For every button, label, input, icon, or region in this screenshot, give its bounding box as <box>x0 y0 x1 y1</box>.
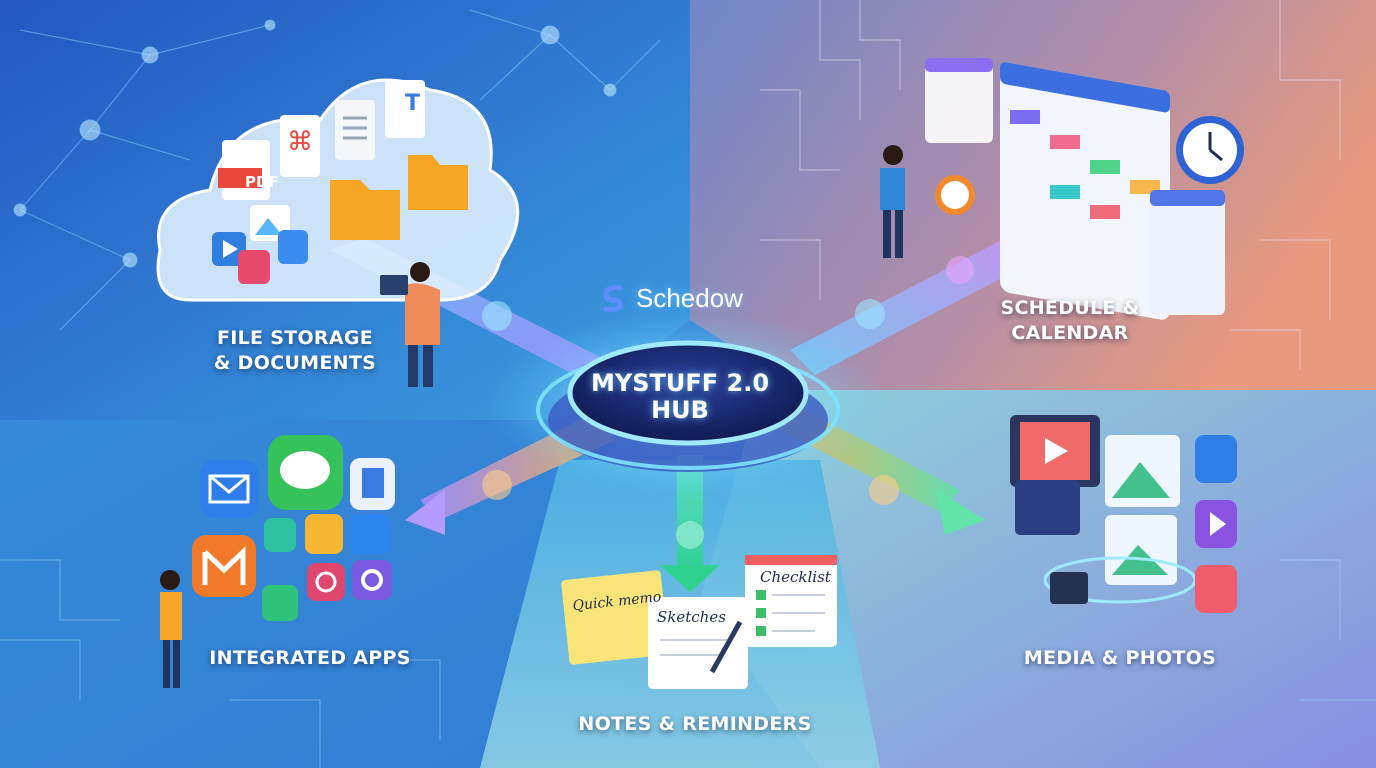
schedule-line-2: CALENDAR <box>1011 322 1129 344</box>
music-icon <box>1195 435 1237 483</box>
checklist-text: Checklist <box>760 568 832 586</box>
circuit-pattern-bottom <box>0 559 1376 768</box>
notes-app-icon <box>305 514 343 554</box>
network-pattern <box>13 9 661 331</box>
maps-icon <box>262 585 298 621</box>
keynote-icon <box>350 514 390 554</box>
checklist-panel <box>1150 190 1225 315</box>
clapperboard-icon <box>1050 572 1088 604</box>
media-illustration <box>1010 415 1237 613</box>
label-integrated-apps: INTEGRATED APPS <box>209 647 411 669</box>
pdf-label: PDF <box>245 173 279 191</box>
brand-name: Schedow <box>636 282 743 313</box>
sketches-text: Sketches <box>657 608 726 626</box>
schedule-line-1: SCHEDULE & <box>1000 297 1140 319</box>
hub-platform <box>488 310 888 500</box>
hub-line-2: HUB <box>651 396 709 424</box>
schedow-logo-icon <box>603 285 623 312</box>
audio-file-icon <box>278 230 308 264</box>
label-media: MEDIA & PHOTOS <box>1023 647 1217 669</box>
file-storage-line-2: & DOCUMENTS <box>213 352 377 374</box>
person-with-phone <box>880 145 905 258</box>
circuit-pattern <box>760 0 1341 370</box>
sticky-note <box>561 570 669 665</box>
gmail-icon <box>192 535 256 597</box>
chat-icon <box>264 518 296 552</box>
label-notes: NOTES & REMINDERS <box>578 713 812 735</box>
hub-line-1: MYSTUFF 2.0 <box>590 369 770 397</box>
gear-icon <box>352 560 392 600</box>
sketches-card <box>648 597 748 689</box>
cloud-storage-illustration: ⌘ <box>156 78 520 302</box>
pencil-icon <box>709 620 743 674</box>
notes-illustration <box>561 555 837 689</box>
text-doc-letter: T <box>405 91 420 116</box>
acrobat-doc-icon <box>280 115 320 177</box>
calendar-icon <box>1000 62 1170 320</box>
apps-illustration <box>160 435 395 688</box>
person-with-laptop <box>380 262 440 387</box>
file-storage-line-1: FILE STORAGE <box>216 327 374 349</box>
calendar-illustration <box>925 58 1244 320</box>
label-file-storage: FILE STORAGE & DOCUMENTS <box>190 326 400 376</box>
text-document-icon <box>335 100 375 160</box>
checklist-icon <box>756 590 766 600</box>
user-file-icon <box>238 250 270 284</box>
folder-icon <box>330 180 400 240</box>
svg-text:⌘: ⌘ <box>287 127 313 157</box>
music-icon-2 <box>1195 565 1237 613</box>
checklist-card <box>745 555 837 647</box>
text-doc-letter-icon <box>385 80 425 138</box>
instagram-icon <box>307 563 345 601</box>
list-panel <box>925 58 993 143</box>
brand: Schedow <box>598 280 788 316</box>
label-schedule: SCHEDULE & CALENDAR <box>975 296 1165 346</box>
hub-title: MYSTUFF 2.0 HUB <box>560 370 800 424</box>
